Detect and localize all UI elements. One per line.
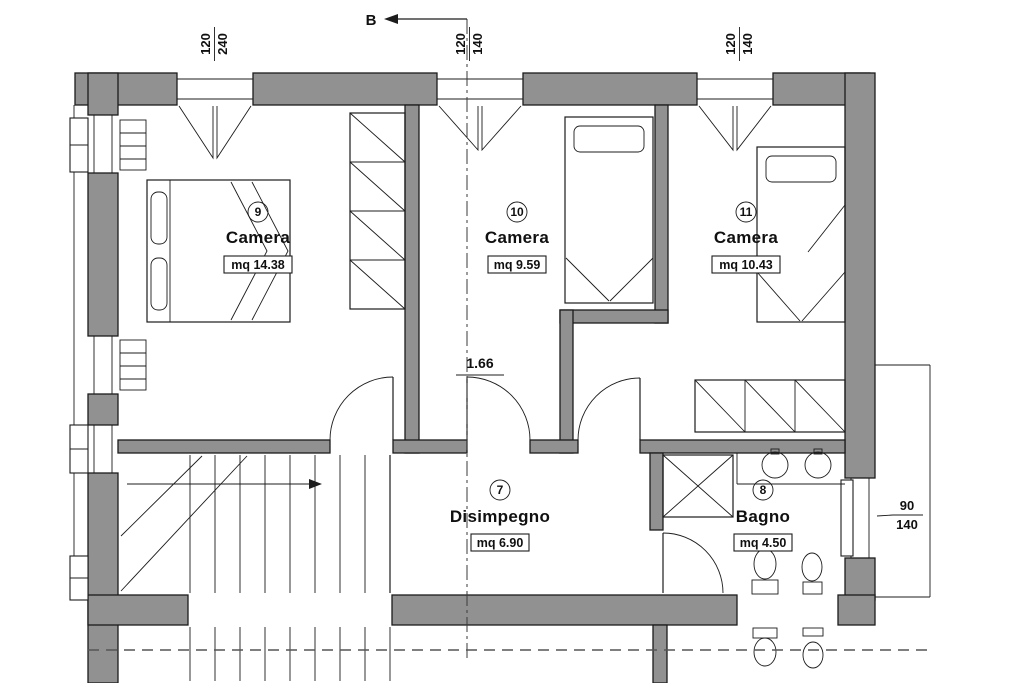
room-area: mq 14.38 — [231, 258, 285, 272]
room-number-circle — [247, 201, 269, 223]
room-label-camera-11: 11 Camera mq 10.43 — [711, 201, 781, 274]
room-number-circle — [752, 479, 774, 501]
windows — [93, 78, 870, 558]
dimension-right-window: 120 140 — [723, 27, 755, 61]
bidet — [801, 552, 823, 582]
dim-width: 120 — [453, 33, 468, 55]
shower — [662, 454, 734, 518]
blanket-fold — [230, 181, 289, 321]
single-bed — [756, 146, 846, 323]
room-number-circle — [506, 201, 528, 223]
wardrobe — [694, 379, 846, 433]
furniture-camera-9 — [119, 112, 406, 391]
room-area: mq 9.59 — [494, 258, 541, 272]
room-label-camera-9: 9 Camera mq 14.38 — [223, 201, 293, 274]
room-number-circle — [489, 479, 511, 501]
blanket-fold — [756, 204, 846, 322]
exterior — [69, 105, 932, 651]
room-name: Disimpegno — [450, 507, 550, 526]
dimension-left-window: 120 240 — [198, 27, 230, 61]
section-label: B — [366, 12, 377, 29]
room-number-circle — [735, 201, 757, 223]
bidet-base — [802, 581, 823, 595]
blanket-fold — [565, 257, 654, 302]
room-label-bagno: 8 Bagno mq 4.50 — [733, 479, 793, 552]
balcony-outline — [875, 364, 931, 598]
room-area: mq 4.50 — [740, 536, 787, 550]
section-arrow — [384, 14, 398, 24]
room-area: mq 10.43 — [719, 258, 773, 272]
dimension-corridor: 1.66 — [456, 355, 504, 376]
double-bed — [146, 179, 291, 323]
section-marker: B — [366, 12, 468, 660]
nightstand — [119, 119, 147, 171]
area-box — [733, 533, 793, 552]
walls — [74, 72, 876, 683]
room-name: Camera — [226, 228, 290, 247]
dim-height: 140 — [896, 517, 918, 532]
room-label-disimpegno: 7 Disimpegno mq 6.90 — [450, 479, 550, 552]
bidet-lower — [802, 641, 824, 669]
door-arc-camera-9 — [329, 376, 394, 441]
dimension-side-window: 90 140 — [876, 498, 923, 532]
dim-height: 140 — [470, 33, 485, 55]
stair-break — [120, 455, 248, 592]
toilet-lower — [753, 637, 777, 667]
area-box — [487, 255, 547, 274]
stairs — [120, 455, 391, 681]
room-name: Bagno — [736, 507, 790, 526]
dim-width: 120 — [723, 33, 738, 55]
furniture-camera-10 — [564, 116, 654, 304]
room-number: 11 — [740, 205, 753, 219]
room-name: Camera — [714, 228, 778, 247]
dim-height: 140 — [740, 33, 755, 55]
room-number: 7 — [497, 483, 504, 497]
pillow — [765, 155, 837, 183]
area-box — [223, 255, 293, 274]
right-window-frame — [840, 479, 854, 557]
door-arc-camera-10 — [466, 376, 531, 441]
toilet-tank — [751, 579, 779, 595]
dim-width: 120 — [198, 33, 213, 55]
door-arc-bagno — [662, 532, 724, 594]
dim-height: 240 — [215, 33, 230, 55]
sink-tap — [770, 448, 780, 455]
dimension-mid-window: 120 140 — [453, 27, 485, 61]
room-number: 10 — [510, 205, 524, 219]
single-bed — [564, 116, 654, 304]
dim-width: 90 — [900, 498, 914, 513]
area-box — [470, 533, 530, 552]
window-casement-mid — [438, 105, 522, 152]
sink-tap — [813, 448, 823, 455]
window-casement-left — [178, 105, 252, 160]
furniture-camera-11 — [694, 146, 846, 433]
stair-direction-arrow — [309, 479, 322, 489]
room-number: 9 — [255, 205, 262, 219]
room-number: 8 — [760, 483, 767, 497]
sink — [761, 451, 789, 479]
nightstand — [119, 339, 147, 391]
pillow — [150, 257, 168, 311]
corridor-dim-label: 1.66 — [466, 355, 493, 371]
room-area: mq 6.90 — [477, 536, 524, 550]
room-name: Camera — [485, 228, 549, 247]
area-box — [711, 255, 781, 274]
door-arc-camera-11 — [577, 377, 641, 441]
pillow — [573, 125, 645, 153]
window-casement-right — [698, 105, 772, 152]
room-label-camera-10: 10 Camera mq 9.59 — [485, 201, 549, 274]
sink — [804, 451, 832, 479]
pillow — [150, 191, 168, 245]
